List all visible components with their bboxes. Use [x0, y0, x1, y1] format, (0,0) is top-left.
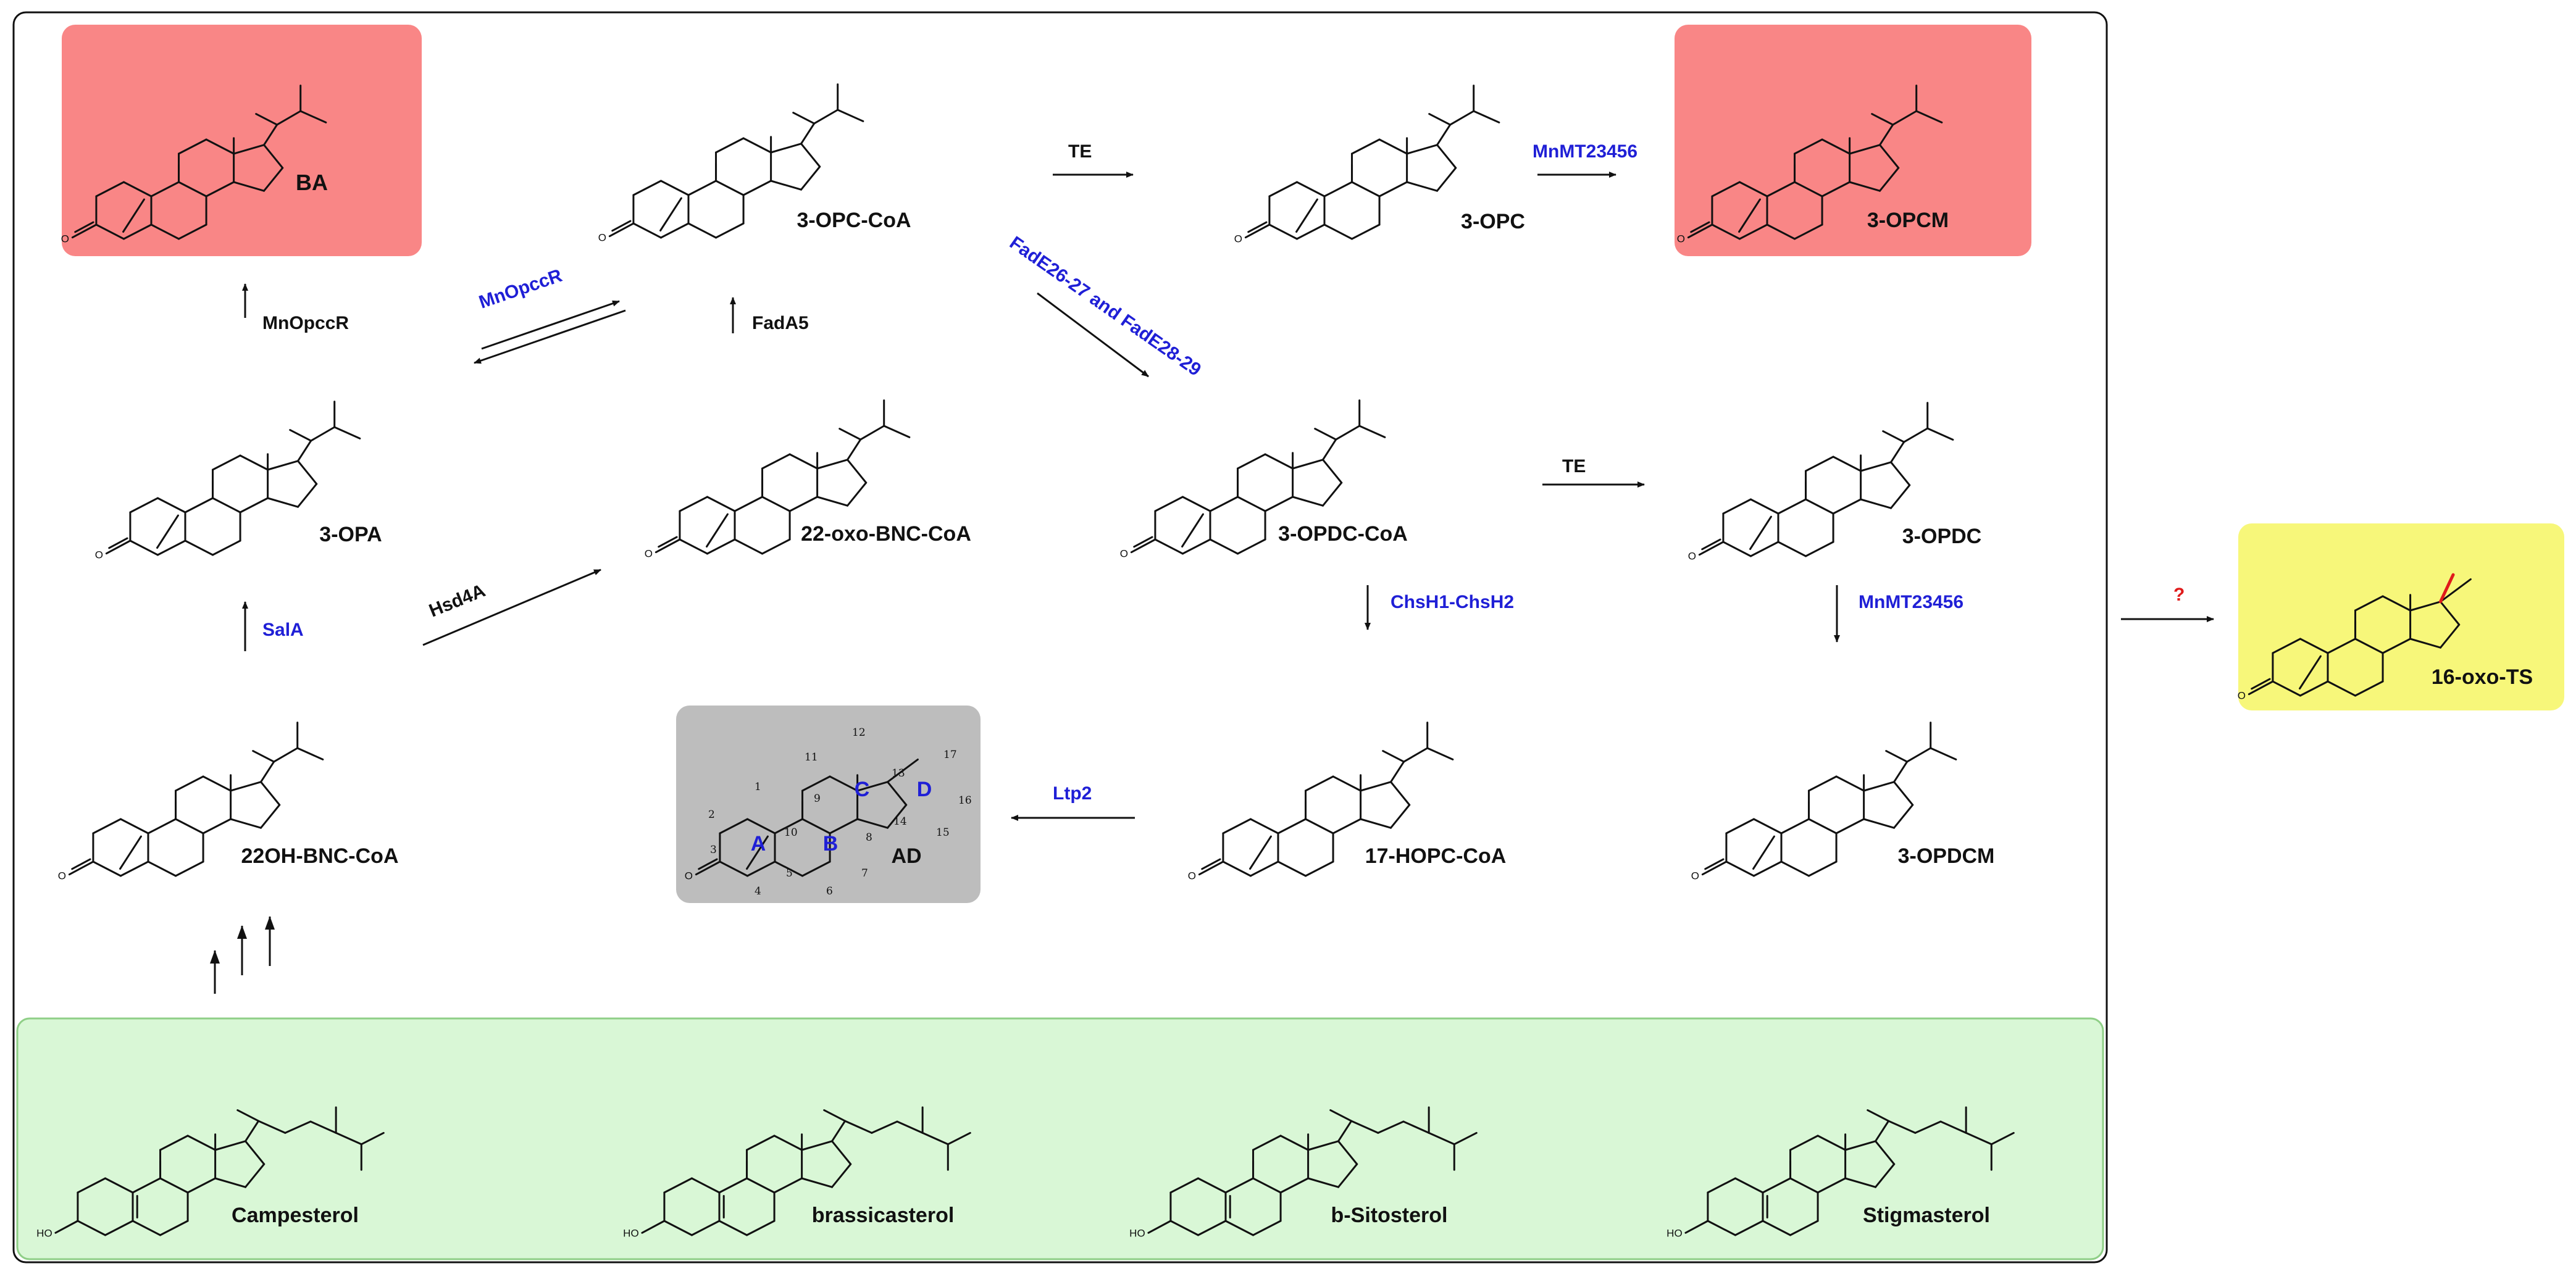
svg-text:O: O — [1691, 870, 1699, 882]
enzyme-mnmt23456-top: MnMT23456 — [1533, 141, 1637, 162]
svg-text:HO: HO — [623, 1227, 639, 1239]
enzyme-chsh1-chsh2: ChsH1-ChsH2 — [1390, 592, 1514, 612]
label-stigmasterol: Stigmasterol — [1863, 1204, 1990, 1227]
svg-text:HO: HO — [1666, 1227, 1683, 1239]
label-ad: AD — [891, 844, 921, 868]
svg-text:O: O — [1677, 233, 1685, 245]
ad-num-16: 16 — [958, 794, 972, 807]
ad-num-3: 3 — [710, 844, 717, 856]
label-b-sitosterol: b-Sitosterol — [1331, 1204, 1448, 1227]
ad-num-4: 4 — [755, 885, 761, 897]
svg-text:O: O — [645, 548, 653, 560]
svg-text:O: O — [1234, 233, 1242, 245]
label-3-opdc-coa: 3-OPDC-CoA — [1278, 522, 1408, 546]
enzyme-mnopccr-diagonal: MnOpccR — [477, 265, 565, 313]
svg-text:O: O — [61, 233, 69, 245]
main-frame — [12, 11, 2108, 1264]
reaction-arrows — [210, 172, 2214, 994]
svg-text:O: O — [685, 870, 693, 882]
ad-num-8: 8 — [866, 831, 872, 844]
arrow-mnopccr-reverse — [474, 309, 626, 364]
svg-text:O: O — [1688, 551, 1696, 562]
svg-text:O: O — [1188, 870, 1196, 882]
ad-num-2: 2 — [708, 809, 715, 821]
ad-num-9: 9 — [814, 793, 821, 805]
label-17-hopc-coa: 17-HOPC-CoA — [1365, 844, 1507, 868]
svg-text:HO: HO — [1129, 1227, 1145, 1239]
ad-ring-a: A — [751, 832, 766, 856]
arrow-fade — [1037, 292, 1149, 378]
enzyme-ltp2: Ltp2 — [1053, 783, 1092, 804]
label-3-opc-coa: 3-OPC-CoA — [797, 209, 911, 232]
ad-ring-c: C — [855, 778, 870, 801]
label-brassicasterol: brassicasterol — [812, 1204, 955, 1227]
arrow-mnopccr-forward — [481, 300, 620, 350]
atom-labels: O O O O O O O O O O O O O HO HO HO HO — [36, 232, 2246, 1239]
ad-num-15: 15 — [936, 826, 950, 839]
compound-labels: BA 3-OPC-CoA 3-OPC 3-OPCM 3-OPA 22-oxo-B… — [232, 170, 2533, 1227]
svg-text:O: O — [598, 232, 606, 244]
ad-num-10: 10 — [784, 826, 798, 839]
label-16-oxo-ts: 16-oxo-TS — [2432, 665, 2533, 689]
label-campesterol: Campesterol — [232, 1204, 359, 1227]
substrate-panel — [16, 1017, 2104, 1260]
ad-num-1: 1 — [755, 781, 761, 793]
ad-num-7: 7 — [861, 867, 868, 880]
ad-ring-b: B — [823, 832, 838, 856]
hydroxyl-red-bond — [2439, 573, 2455, 604]
svg-text:O: O — [58, 870, 66, 882]
label-3-opc: 3-OPC — [1461, 210, 1525, 233]
ad-num-12: 12 — [852, 727, 866, 739]
ad-ring-annotations: A B C D 1 2 3 4 5 6 7 8 9 10 11 12 13 14… — [708, 727, 972, 897]
enzyme-mnmt23456-mid: MnMT23456 — [1859, 592, 1963, 612]
svg-text:O: O — [95, 549, 103, 561]
enzyme-te-top: TE — [1068, 141, 1092, 162]
enzyme-mnopccr-left: MnOpccR — [262, 313, 349, 333]
molecule-structures — [54, 83, 2472, 1236]
ad-num-11: 11 — [805, 751, 818, 764]
enzyme-te-mid: TE — [1562, 456, 1586, 477]
svg-text:O: O — [1120, 548, 1128, 560]
label-3-opdc: 3-OPDC — [1902, 525, 1981, 548]
label-3-opdcm: 3-OPDCM — [1898, 844, 1995, 868]
enzyme-sala: SalA — [262, 620, 304, 640]
arrow-hsd4a — [422, 568, 601, 646]
enzyme-unknown: ? — [2173, 585, 2185, 605]
svg-text:O: O — [2238, 690, 2246, 702]
enzyme-hsd4a: Hsd4A — [426, 580, 488, 621]
ad-ring-d: D — [917, 778, 932, 801]
label-3-opa: 3-OPA — [319, 523, 382, 546]
ad-num-13: 13 — [892, 767, 905, 780]
ad-num-17: 17 — [943, 749, 957, 761]
ad-highlight-box — [676, 706, 981, 903]
opcm-highlight-box — [1675, 25, 2031, 256]
ad-num-6: 6 — [826, 885, 833, 897]
label-22-oxo-bnc-coa: 22-oxo-BNC-CoA — [801, 522, 971, 546]
svg-text:HO: HO — [36, 1227, 52, 1239]
enzyme-fade: FadE26-27 and FadE28-29 — [1006, 233, 1205, 380]
enzyme-fada5: FadA5 — [752, 313, 809, 333]
oxo-ts-highlight-box — [2238, 523, 2564, 710]
ba-highlight-box — [62, 25, 422, 256]
ad-num-14: 14 — [893, 815, 907, 828]
label-3-opcm: 3-OPCM — [1867, 209, 1949, 232]
ad-num-5: 5 — [786, 867, 793, 880]
label-ba: BA — [296, 170, 328, 195]
label-22oh-bnc-coa: 22OH-BNC-CoA — [241, 844, 399, 868]
